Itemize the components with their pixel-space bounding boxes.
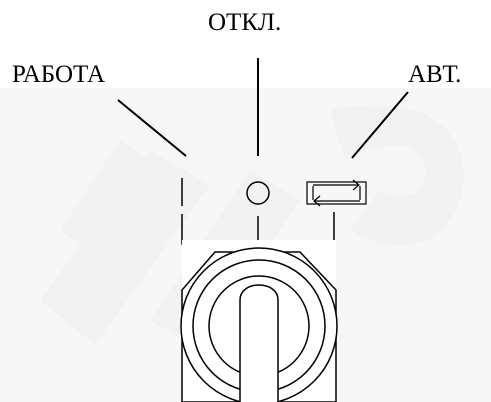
cycle-arrows-icon — [306, 179, 367, 207]
label-auto: АВТ. — [408, 61, 462, 88]
label-off: ОТКЛ. — [208, 9, 282, 36]
label-work: РАБОТА — [12, 61, 106, 88]
circle-icon — [246, 181, 270, 205]
leader-line-auto — [351, 91, 409, 159]
leader-line-work — [117, 99, 187, 157]
rotary-selector-switch — [180, 240, 338, 402]
